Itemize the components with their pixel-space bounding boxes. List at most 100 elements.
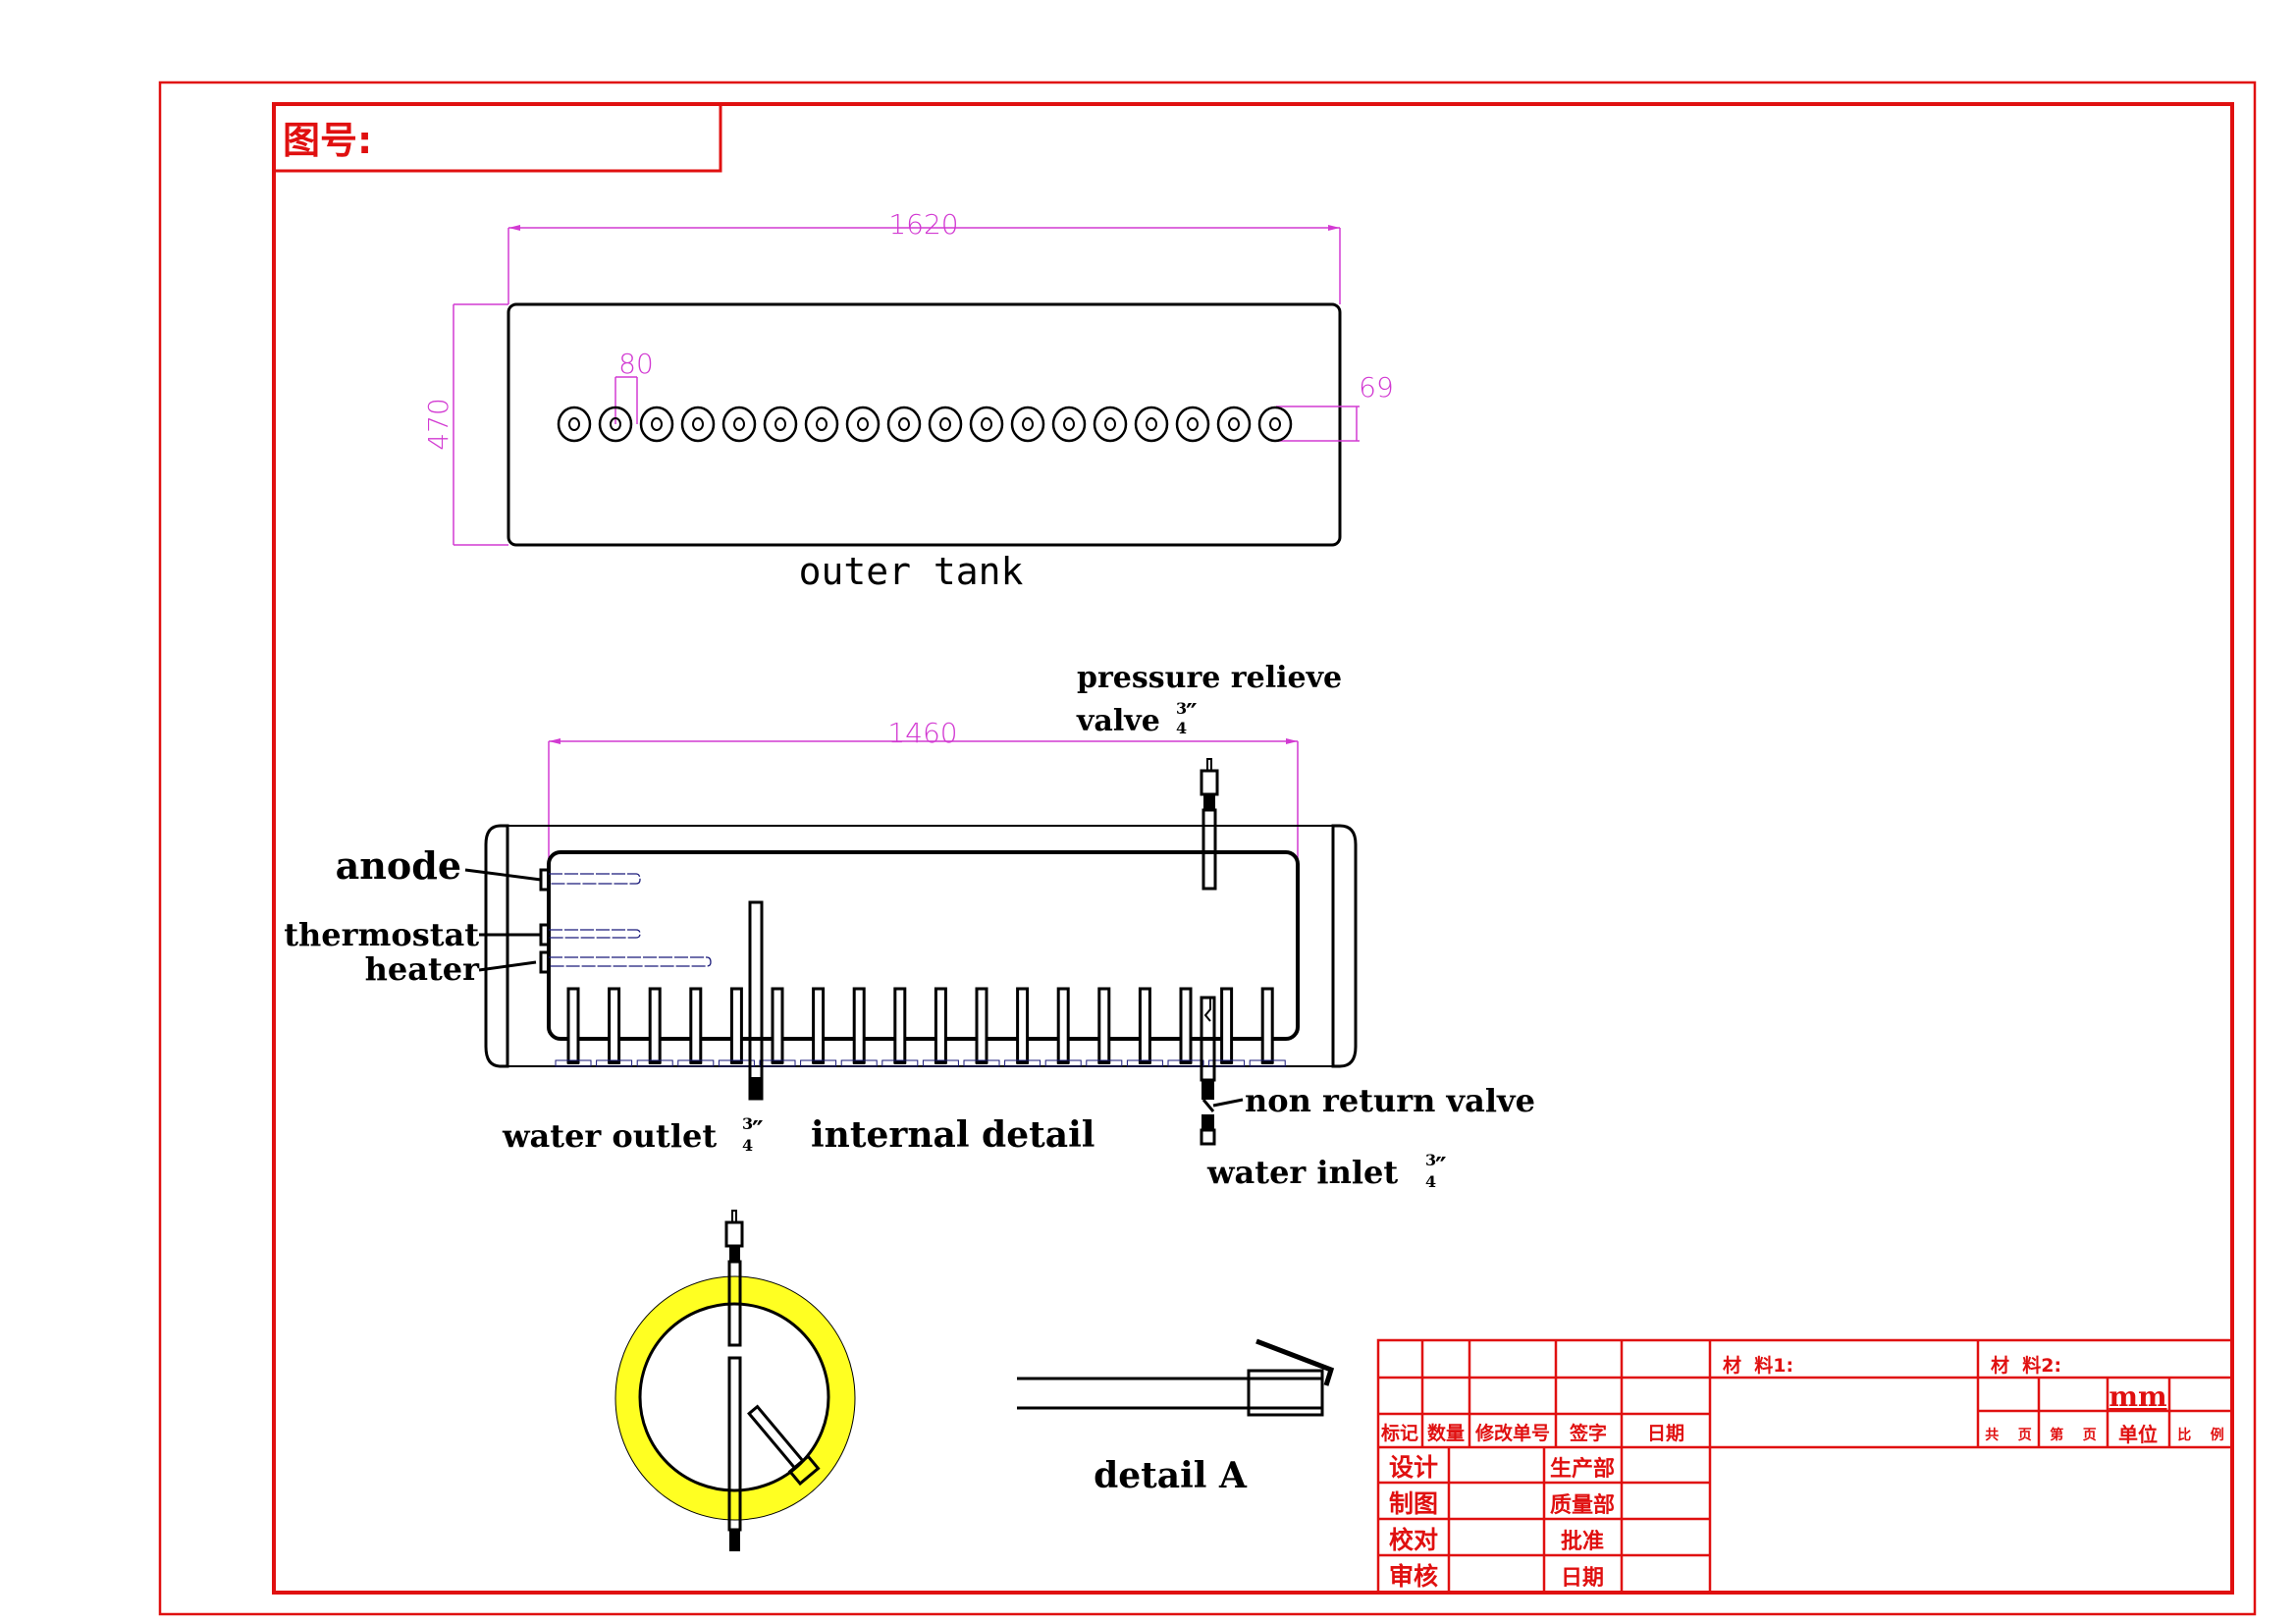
sign-review: 审核 bbox=[1389, 1562, 1438, 1591]
title-block-text: 标记 数量 修改单号 签字 日期 设计 生产部 制图 质量部 校对 批准 审核 … bbox=[1381, 1354, 2224, 1591]
material1-label: 材 料1: bbox=[1723, 1354, 1793, 1377]
tube-hole bbox=[1175, 406, 1210, 443]
rev-header-change-no: 修改单号 bbox=[1474, 1422, 1550, 1444]
outer-border bbox=[158, 81, 2257, 1616]
dimension-pitch-text: 80 bbox=[618, 348, 654, 380]
unit-value: mm bbox=[2109, 1380, 2166, 1413]
tube-hole bbox=[1051, 406, 1087, 443]
heater-rod bbox=[478, 950, 712, 974]
title-block bbox=[1376, 1338, 2234, 1595]
sign-approve: 批准 bbox=[1561, 1530, 1604, 1554]
scale-label: 比 例 bbox=[2177, 1427, 2224, 1443]
pressure-valve-label-line1: pressure relieve bbox=[1077, 661, 1342, 695]
dimension-diameter-text: 69 bbox=[1359, 371, 1394, 404]
left-end-cap bbox=[484, 824, 509, 1068]
tube-hole bbox=[557, 406, 592, 443]
drawing-number-label: 图号: bbox=[283, 119, 372, 162]
tube-hole bbox=[886, 406, 922, 443]
rev-header-sign: 签字 bbox=[1569, 1422, 1607, 1444]
vacuum-tube bbox=[1249, 987, 1286, 1067]
vacuum-tube bbox=[677, 987, 715, 1067]
non-return-valve-label: non return valve bbox=[1245, 1082, 1535, 1119]
vacuum-tube bbox=[555, 987, 592, 1067]
internal-detail-view: pressure relieve valve 3 4 ″ 1460 bbox=[284, 661, 1535, 1191]
detail-a-view: detail A bbox=[1017, 1338, 1335, 1496]
svg-text:3: 3 bbox=[742, 1114, 753, 1133]
cross-section-view bbox=[614, 1210, 856, 1551]
vacuum-tube bbox=[718, 987, 755, 1067]
drawing-number-box: 图号: bbox=[272, 102, 722, 173]
tube-hole bbox=[721, 406, 757, 443]
unit-label: 单位 bbox=[2118, 1423, 2158, 1446]
sign-design: 设计 bbox=[1389, 1453, 1438, 1482]
vacuum-tube bbox=[1004, 987, 1041, 1067]
vacuum-tubes bbox=[555, 987, 1286, 1067]
tube-hole bbox=[1134, 406, 1169, 443]
thermostat-label: thermostat bbox=[284, 916, 479, 953]
water-inlet-pipe bbox=[1200, 996, 1244, 1146]
pressure-relief-valve bbox=[1200, 758, 1219, 891]
svg-text:″: ″ bbox=[1186, 699, 1198, 729]
anode-label: anode bbox=[336, 843, 461, 888]
svg-text:4: 4 bbox=[742, 1136, 753, 1155]
outer-tank-body bbox=[507, 302, 1342, 547]
inner-tank-section bbox=[638, 1302, 830, 1492]
dimension-1460: 1460 bbox=[548, 717, 1299, 884]
vacuum-tube bbox=[1167, 987, 1204, 1067]
water-outlet-label: water outlet 3 4 ″ bbox=[502, 1114, 764, 1155]
dimension-height-text: 470 bbox=[422, 398, 454, 450]
rev-header-qty: 数量 bbox=[1427, 1422, 1465, 1444]
tube-hole bbox=[804, 406, 839, 443]
inner-border bbox=[272, 102, 2234, 1595]
tube-hole bbox=[845, 406, 881, 443]
rev-header-mark: 标记 bbox=[1381, 1423, 1418, 1444]
vacuum-tube bbox=[963, 987, 1000, 1067]
right-end-cap bbox=[1331, 824, 1358, 1068]
internal-detail-caption: internal detail bbox=[811, 1114, 1095, 1156]
vacuum-tube bbox=[1086, 987, 1123, 1067]
dimension-69: 69 bbox=[1276, 371, 1394, 442]
svg-text:″: ″ bbox=[1435, 1153, 1447, 1182]
material2-label: 材 料2: bbox=[1991, 1354, 2061, 1377]
dimension-1620: 1620 bbox=[507, 208, 1341, 304]
sign-production: 生产部 bbox=[1550, 1456, 1615, 1482]
svg-text:3: 3 bbox=[1425, 1151, 1436, 1169]
tube-hole bbox=[1010, 406, 1045, 443]
outer-tank-caption: outer tank bbox=[799, 550, 1024, 593]
heater-label: heater bbox=[365, 950, 481, 988]
tube-hole bbox=[763, 406, 798, 443]
tube-hole bbox=[680, 406, 716, 443]
anode-rod bbox=[464, 868, 641, 892]
tube-hole bbox=[969, 406, 1004, 443]
dimension-470: 470 bbox=[422, 303, 508, 546]
dimension-length-text: 1620 bbox=[888, 208, 958, 241]
sign-date: 日期 bbox=[1561, 1566, 1604, 1591]
thermostat-rod bbox=[479, 923, 641, 947]
tube-hole bbox=[1093, 406, 1128, 443]
tube-holes bbox=[557, 406, 1293, 443]
sheet-total-label: 共 页 bbox=[1985, 1427, 2032, 1443]
sheet-number-label: 第 页 bbox=[2050, 1427, 2097, 1443]
water-inlet-label: water inlet 3 4 ″ bbox=[1206, 1151, 1447, 1191]
vacuum-tube bbox=[881, 987, 919, 1067]
vacuum-tube bbox=[840, 987, 878, 1067]
svg-text:″: ″ bbox=[752, 1116, 764, 1146]
vacuum-tube bbox=[596, 987, 633, 1067]
tube-hole bbox=[1216, 406, 1252, 443]
pressure-valve-label-line2: valve 3 4 ″ bbox=[1076, 699, 1198, 738]
svg-text:4: 4 bbox=[1425, 1172, 1436, 1191]
svg-text:4: 4 bbox=[1176, 719, 1187, 737]
vacuum-tube bbox=[1126, 987, 1163, 1067]
outer-tank-view: 1620 470 80 69 outer tank bbox=[422, 208, 1394, 593]
rev-header-date: 日期 bbox=[1647, 1423, 1684, 1444]
svg-text:water outlet: water outlet bbox=[502, 1117, 717, 1155]
vacuum-tube bbox=[1044, 987, 1082, 1067]
sign-drafting: 制图 bbox=[1389, 1489, 1438, 1518]
tube-hole bbox=[928, 406, 963, 443]
svg-text:3: 3 bbox=[1176, 699, 1187, 718]
vacuum-tube bbox=[800, 987, 837, 1067]
detail-a-caption: detail A bbox=[1094, 1455, 1248, 1496]
sign-check: 校对 bbox=[1389, 1526, 1438, 1554]
vacuum-tube bbox=[922, 987, 959, 1067]
